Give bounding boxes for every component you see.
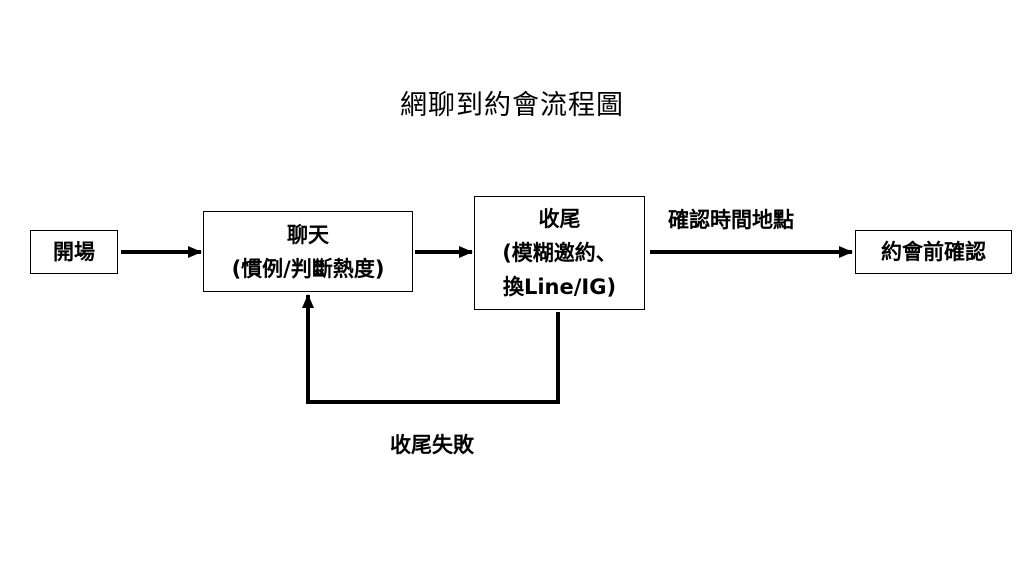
node-start-label: 開場	[53, 240, 95, 264]
node-chat: 聊天 (慣例/判斷熱度)	[203, 211, 413, 292]
node-chat-line-1: 聊天	[287, 222, 329, 247]
node-close: 收尾 (模糊邀約、 換Line/IG)	[474, 196, 645, 310]
edge-label-close-fail: 收尾失敗	[390, 433, 474, 457]
node-close-line-2: (模糊邀約、	[502, 241, 617, 265]
node-confirm-label: 約會前確認	[881, 240, 986, 264]
diagram-title: 網聊到約會流程圖	[400, 90, 624, 121]
arrow-close-fail-loop	[302, 294, 560, 404]
node-close-line-1: 收尾	[538, 207, 581, 231]
node-close-line-3: 換Line/IG)	[502, 275, 617, 299]
node-start: 開場	[30, 230, 118, 274]
node-confirm: 約會前確認	[855, 230, 1012, 274]
node-chat-line-2: (慣例/判斷熱度)	[231, 256, 385, 281]
edge-label-confirm-time: 確認時間地點	[668, 208, 794, 232]
